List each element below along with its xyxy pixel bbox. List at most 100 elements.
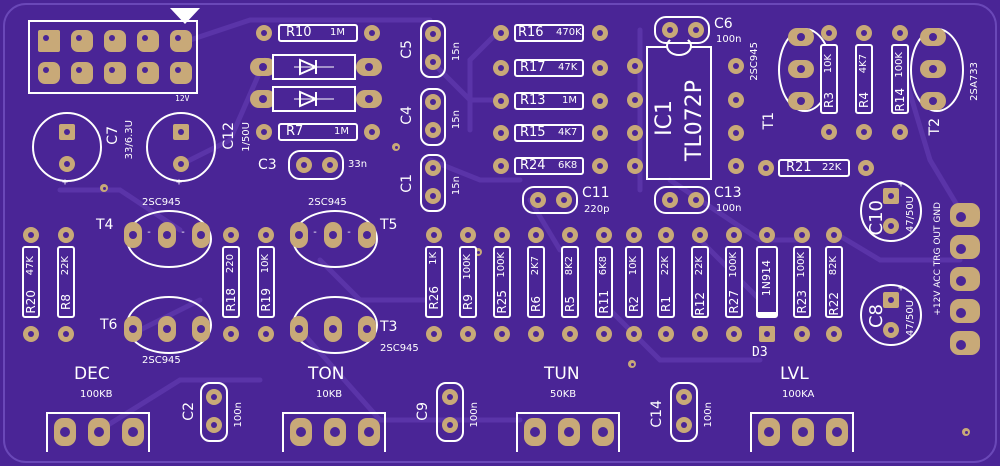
t5-minus-mark: - <box>312 227 319 238</box>
pot-dec-pad <box>54 418 76 446</box>
c2-pad <box>206 389 222 405</box>
r3-ref: R3 <box>822 92 836 108</box>
header-pad <box>71 30 93 52</box>
header-pad <box>104 30 126 52</box>
r10-ref: R10 <box>286 25 312 40</box>
via <box>392 143 400 151</box>
r10-pad <box>364 25 380 41</box>
r27-pad <box>726 326 742 342</box>
t2-ref: T2 <box>927 118 943 136</box>
pot-lvl-pad <box>826 418 848 446</box>
r8-value: 22K <box>60 256 71 276</box>
r12-pad <box>692 227 708 243</box>
c7-ref: C7 <box>105 126 121 145</box>
header-pad <box>170 30 192 52</box>
pot-lvl-pad <box>758 418 780 446</box>
r18-pad <box>223 326 239 342</box>
c9-value: 100n <box>469 402 480 428</box>
r12-pad <box>692 326 708 342</box>
r2-value: 10K <box>628 256 639 276</box>
r27-ref: R27 <box>727 290 741 314</box>
t3-pad <box>290 316 308 342</box>
r14-pad <box>892 124 908 140</box>
t6-pad <box>124 316 142 342</box>
r10-body <box>278 24 358 42</box>
ic1-pad <box>728 58 744 74</box>
r15-ref: R15 <box>520 125 546 140</box>
c12-pad <box>173 124 189 140</box>
r26-value: 1K <box>428 252 439 265</box>
r19-ref: R19 <box>259 288 273 312</box>
r22-ref: R22 <box>827 292 841 316</box>
r26-ref: R26 <box>427 286 441 310</box>
r5-value: 8K2 <box>564 256 575 276</box>
r6-value: 2K7 <box>530 256 541 276</box>
r20-pad <box>23 227 39 243</box>
r20-ref: R20 <box>24 290 38 314</box>
via <box>474 248 482 256</box>
r6-pad <box>528 326 544 342</box>
ic1-pad <box>627 92 643 108</box>
c7-plus-mark: + <box>62 177 69 188</box>
r19-value: 10K <box>260 254 271 274</box>
r20-pad <box>23 326 39 342</box>
r14-value: 100K <box>894 52 905 78</box>
r2-pad <box>626 227 642 243</box>
pot-tun-name: TUN <box>544 364 580 384</box>
r11-pad <box>596 326 612 342</box>
io-pad <box>950 235 980 259</box>
c13-ref: C13 <box>714 185 742 201</box>
pot-lvl-pad <box>792 418 814 446</box>
pot-ton-name: TON <box>308 364 345 384</box>
pot-ton-pad <box>358 418 380 446</box>
r25-value: 100K <box>496 252 507 278</box>
r15-pad <box>592 125 608 141</box>
c14-ref: C14 <box>649 400 665 428</box>
c3-pad <box>296 157 312 173</box>
t6-pad <box>192 316 210 342</box>
io-pad <box>950 299 980 323</box>
c10-value: 47/50U <box>905 196 916 233</box>
c6-value: 100n <box>716 34 742 45</box>
r18-value: 220 <box>225 254 236 274</box>
header-connector-outline <box>28 20 198 94</box>
r12-value: 22K <box>694 256 705 276</box>
r24-pad <box>592 158 608 174</box>
r27-pad <box>726 227 742 243</box>
c5-outline <box>420 20 446 78</box>
t4-ref: T4 <box>96 217 114 233</box>
r26-pad <box>426 227 442 243</box>
c14-pad <box>676 417 692 433</box>
r3-value: 10K <box>823 54 834 74</box>
pot-dec-outline <box>46 412 150 452</box>
pot-tun-outline <box>516 412 620 452</box>
ic1-pad <box>627 58 643 74</box>
r9-ref: R9 <box>461 294 475 310</box>
c6-outline <box>654 16 710 44</box>
r27-value: 100K <box>728 252 739 278</box>
c8-ref: C8 <box>866 304 887 329</box>
pot-dec-pad <box>88 418 110 446</box>
r17-body <box>514 59 584 77</box>
t5-minus-mark: - <box>346 227 353 238</box>
r22-value: 82K <box>828 256 839 276</box>
r8-pad <box>58 326 74 342</box>
diode-pad <box>356 90 382 108</box>
r21-body <box>778 159 850 177</box>
r23-pad <box>794 227 810 243</box>
c10-ref: C10 <box>866 200 887 236</box>
t5-pad <box>358 222 376 248</box>
t1-pad <box>788 28 814 46</box>
d3-pad <box>759 326 775 342</box>
via <box>628 360 636 368</box>
r23-pad <box>794 326 810 342</box>
r1-value: 22K <box>660 256 671 276</box>
r4-pad <box>856 25 872 41</box>
t1-pad <box>788 60 814 78</box>
t1-ref: T1 <box>761 112 777 130</box>
r18-ref: R18 <box>224 288 238 312</box>
t3-pad <box>324 316 342 342</box>
ic1-pad <box>728 125 744 141</box>
r21-pad <box>858 160 874 176</box>
